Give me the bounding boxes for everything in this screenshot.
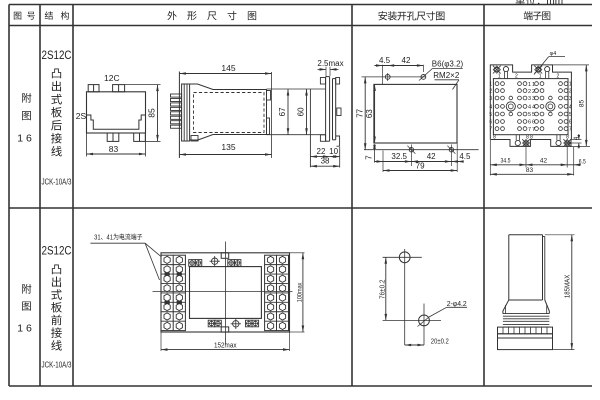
svg-text:8: 8: [566, 135, 569, 141]
svg-text:5: 5: [532, 112, 535, 118]
svg-text:152max: 152max: [214, 340, 237, 349]
svg-text:22: 22: [317, 147, 326, 156]
svg-text:31: 31: [94, 234, 101, 241]
svg-text:42: 42: [427, 152, 436, 161]
svg-text:32.5: 32.5: [391, 152, 407, 161]
svg-text:7: 7: [569, 127, 572, 133]
svg-text:4.5: 4.5: [459, 152, 471, 161]
svg-text:7: 7: [532, 127, 535, 133]
svg-text:10: 10: [329, 147, 338, 156]
svg-text:2: 2: [557, 74, 560, 80]
svg-text:42: 42: [540, 157, 548, 164]
svg-text:8: 8: [526, 134, 529, 140]
svg-text:60: 60: [297, 107, 306, 116]
svg-text:77: 77: [355, 108, 364, 117]
svg-text:2-φ4.2: 2-φ4.2: [447, 301, 467, 308]
svg-text:6: 6: [489, 120, 492, 126]
svg-text:6: 6: [569, 120, 572, 126]
svg-text:7: 7: [365, 155, 374, 160]
svg-text:85: 85: [147, 108, 157, 118]
svg-text:6: 6: [528, 120, 531, 126]
svg-text:34.5: 34.5: [501, 157, 511, 164]
svg-text:B6(φ3.2): B6(φ3.2): [432, 60, 464, 69]
svg-text:2S: 2S: [76, 111, 87, 121]
svg-text:1 6: 1 6: [17, 132, 32, 144]
svg-text:1: 1: [489, 82, 492, 88]
svg-text:63: 63: [365, 109, 374, 118]
svg-text:4: 4: [532, 105, 535, 111]
svg-text:2.5max: 2.5max: [317, 59, 343, 68]
svg-text:41: 41: [107, 234, 114, 241]
svg-text:1: 1: [569, 82, 572, 88]
svg-text:3: 3: [532, 96, 535, 102]
svg-text:8: 8: [493, 135, 496, 141]
svg-text:83: 83: [109, 144, 119, 154]
svg-text:42: 42: [402, 56, 411, 65]
svg-text:2S12C: 2S12C: [42, 50, 72, 62]
svg-text:4: 4: [569, 104, 572, 110]
svg-text:6.5: 6.5: [579, 159, 586, 166]
svg-text:2: 2: [528, 89, 531, 95]
svg-text:4: 4: [528, 105, 531, 111]
svg-text:1: 1: [539, 74, 542, 80]
svg-text:JCK-10A/3: JCK-10A/3: [42, 360, 72, 369]
svg-text:2: 2: [532, 89, 535, 95]
svg-text:3: 3: [569, 96, 572, 102]
svg-text:5: 5: [489, 112, 492, 118]
svg-text:79: 79: [416, 161, 425, 170]
svg-text:2: 2: [489, 89, 492, 95]
svg-text:20±0.2: 20±0.2: [431, 338, 449, 345]
svg-text:φ4: φ4: [550, 51, 557, 57]
svg-text:1: 1: [528, 82, 531, 88]
svg-text:8: 8: [530, 134, 533, 140]
svg-text:67: 67: [278, 107, 287, 116]
svg-text:7: 7: [528, 127, 531, 133]
svg-text:4: 4: [574, 136, 580, 140]
svg-text:100max: 100max: [296, 282, 303, 302]
svg-text:RM2×2: RM2×2: [433, 71, 460, 80]
svg-text:5: 5: [569, 112, 572, 118]
svg-text:2S12C: 2S12C: [42, 246, 72, 258]
svg-text:38: 38: [321, 157, 330, 166]
svg-text:3: 3: [489, 96, 492, 102]
svg-text:4.5: 4.5: [379, 56, 391, 65]
svg-text:85: 85: [578, 100, 585, 108]
svg-text:4: 4: [489, 104, 492, 110]
svg-text:1: 1: [532, 82, 535, 88]
svg-text:6: 6: [532, 120, 535, 126]
svg-text:83: 83: [526, 167, 534, 174]
svg-text:185MAX: 185MAX: [564, 274, 571, 298]
svg-text:5: 5: [528, 112, 531, 118]
svg-text:1: 1: [498, 74, 501, 80]
svg-text:JCK-10A/3: JCK-10A/3: [42, 177, 72, 186]
svg-text:135: 135: [221, 142, 235, 152]
svg-text:1 6: 1 6: [17, 322, 32, 334]
svg-text:2: 2: [515, 74, 518, 80]
svg-text:145: 145: [221, 63, 235, 73]
svg-text:12C: 12C: [104, 73, 120, 83]
svg-text:mm: mm: [546, 0, 563, 7]
svg-text:3: 3: [528, 96, 531, 102]
svg-text:7: 7: [489, 127, 492, 133]
svg-text:2: 2: [569, 89, 572, 95]
svg-text:76±0.2: 76±0.2: [380, 279, 387, 299]
